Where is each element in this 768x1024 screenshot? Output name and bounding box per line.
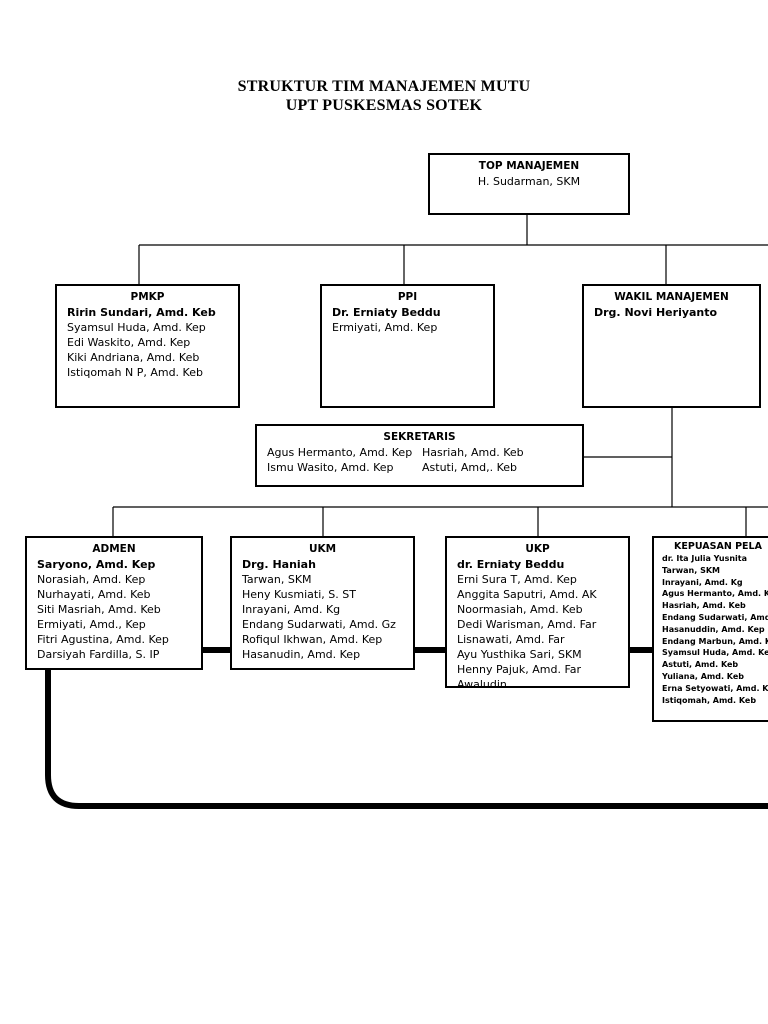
box-ukm: UKM Drg. Haniah Tarwan, SKM Heny Kusmiat… xyxy=(230,536,415,670)
box-top-heading: TOP MANAJEMEN xyxy=(478,160,580,172)
box-ukm-member: Tarwan, SKM xyxy=(242,573,312,586)
box-kepuasan-member: Astuti, Amd. Keb xyxy=(662,660,739,670)
box-ukm-member: Heny Kusmiati, S. ST xyxy=(242,588,356,601)
box-ukp-lead: dr. Erniaty Beddu xyxy=(457,558,565,571)
box-kepuasan-member: Syamsul Huda, Amd. Kep xyxy=(662,648,768,658)
box-wakil-lead: Drg. Novi Heriyanto xyxy=(594,306,718,319)
box-ukp-heading: UKP xyxy=(525,543,550,555)
box-pmkp-lead: Ririn Sundari, Amd. Keb xyxy=(67,306,216,319)
box-ppi: PPI Dr. Erniaty Beddu Ermiyati, Amd. Kep xyxy=(320,284,495,408)
box-admen-lead: Saryono, Amd. Kep xyxy=(37,558,156,571)
thick-feedback-loop xyxy=(45,670,768,809)
box-sekretaris-member: Hasriah, Amd. Keb xyxy=(422,446,524,459)
box-pmkp-heading: PMKP xyxy=(130,291,165,303)
box-pmkp-member: Syamsul Huda, Amd. Kep xyxy=(67,321,206,334)
box-ukm-lead: Drg. Haniah xyxy=(242,558,316,571)
box-kepuasan-member: Yuliana, Amd. Keb xyxy=(662,671,744,681)
box-admen-member: Nurhayati, Amd. Keb xyxy=(37,588,151,601)
box-sekretaris-member: Agus Hermanto, Amd. Kep xyxy=(267,446,413,459)
box-kepuasan-member: dr. Ita Julia Yusnita xyxy=(662,554,748,563)
box-pmkp-member: Kiki Andriana, Amd. Keb xyxy=(67,351,200,364)
box-admen-member: Darsiyah Fardilla, S. IP xyxy=(37,648,160,661)
box-kepuasan-member: Hasanuddin, Amd. Kep xyxy=(662,624,765,634)
box-ukp-member: Henny Pajuk, Amd. Far xyxy=(457,663,582,676)
box-ukp: UKP dr. Erniaty Beddu Erni Sura T, Amd. … xyxy=(445,536,630,688)
chart-title-line2: UPT PUSKESMAS SOTEK xyxy=(285,97,483,114)
box-kepuasan-member: Erna Setyowati, Amd. Keb xyxy=(662,683,768,693)
box-admen-member: Siti Masriah, Amd. Keb xyxy=(37,603,161,616)
box-top-name: H. Sudarman, SKM xyxy=(477,175,581,188)
box-ppi-lead: Dr. Erniaty Beddu xyxy=(332,306,441,319)
box-ppi-heading: PPI xyxy=(397,291,418,303)
box-admen-heading: ADMEN xyxy=(92,543,136,555)
box-ukp-member: Erni Sura T, Amd. Kep xyxy=(457,573,577,586)
box-ukp-member: Awaludin xyxy=(457,678,507,688)
box-pmkp-member: Istiqomah N P, Amd. Keb xyxy=(67,366,203,379)
box-ukm-heading: UKM xyxy=(308,543,337,555)
box-pmkp: PMKP Ririn Sundari, Amd. Keb Syamsul Hud… xyxy=(55,284,240,408)
box-kepuasan-member: Inrayani, Amd. Kg xyxy=(662,577,743,587)
box-ukm-member: Inrayani, Amd. Kg xyxy=(242,603,341,616)
box-kepuasan-member: Tarwan, SKM xyxy=(662,565,720,575)
box-ukm-member: Endang Sudarwati, Amd. Gz xyxy=(242,618,396,631)
box-admen: ADMEN Saryono, Amd. Kep Norasiah, Amd. K… xyxy=(25,536,203,670)
box-kepuasan-member: Endang Marbun, Amd. Ke xyxy=(662,636,768,646)
box-sekretaris: SEKRETARIS Agus Hermanto, Amd. Kep Hasri… xyxy=(255,424,584,487)
box-admen-member: Norasiah, Amd. Kep xyxy=(37,573,146,586)
box-kepuasan-member: Istiqomah, Amd. Keb xyxy=(662,695,757,705)
box-kepuasan-heading: KEPUASAN PELA xyxy=(674,541,762,552)
box-kepuasan-member: Endang Sudarwati, Amd. G xyxy=(662,612,768,622)
box-ukp-member: Lisnawati, Amd. Far xyxy=(457,633,565,646)
box-ppi-member: Ermiyati, Amd. Kep xyxy=(332,321,438,334)
box-admen-member: Fitri Agustina, Amd. Kep xyxy=(37,633,169,646)
box-pmkp-member: Edi Waskito, Amd. Kep xyxy=(67,336,191,349)
box-wakil-heading: WAKIL MANAJEMEN xyxy=(614,291,729,303)
box-ukp-member: Anggita Saputri, Amd. AK xyxy=(457,588,597,601)
box-sekretaris-member: Ismu Wasito, Amd. Kep xyxy=(267,461,394,474)
box-ukm-member: Hasanudin, Amd. Kep xyxy=(242,648,361,661)
box-sekretaris-heading: SEKRETARIS xyxy=(383,431,456,443)
box-sekretaris-member: Astuti, Amd,. Keb xyxy=(422,461,518,474)
box-kepuasan-member: Hasriah, Amd. Keb xyxy=(662,601,746,611)
box-admen-member: Ermiyati, Amd., Kep xyxy=(37,618,146,631)
box-kepuasan-member: Agus Hermanto, Amd. K xyxy=(662,589,768,599)
box-ukp-member: Ayu Yusthika Sari, SKM xyxy=(457,648,582,661)
box-ukm-member: Rofiqul Ikhwan, Amd. Kep xyxy=(242,633,383,646)
box-ukp-member: Dedi Warisman, Amd. Far xyxy=(457,618,597,631)
box-kepuasan: KEPUASAN PELA dr. Ita Julia Yusnita Tarw… xyxy=(652,536,768,722)
box-top-manajemen: TOP MANAJEMEN H. Sudarman, SKM xyxy=(428,153,630,215)
chart-title-line1: STRUKTUR TIM MANAJEMEN MUTU xyxy=(237,78,531,95)
box-ukp-member: Noormasiah, Amd. Keb xyxy=(457,603,583,616)
box-wakil-manajemen: WAKIL MANAJEMEN Drg. Novi Heriyanto xyxy=(582,284,761,408)
